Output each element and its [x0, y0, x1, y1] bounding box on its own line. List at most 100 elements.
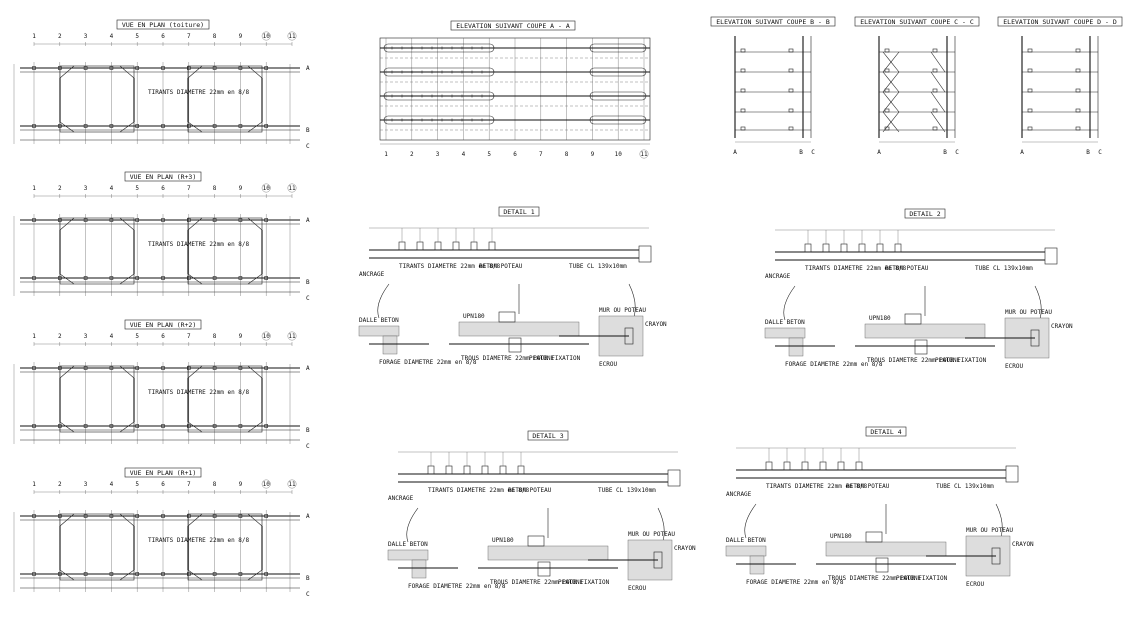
end-plate: [1044, 247, 1058, 265]
brace: [119, 513, 135, 527]
post: [32, 366, 36, 370]
axis-letter: A: [306, 513, 310, 520]
brace: [187, 121, 203, 133]
post: [212, 572, 217, 576]
elevation-title: ELEVATION SUIVANT COUPE B - B: [716, 18, 830, 26]
post-block: [1075, 68, 1081, 73]
anchor: [400, 70, 404, 74]
label-ecrou: ECROU: [1005, 363, 1023, 370]
anchor: [470, 94, 474, 98]
end-plate: [624, 327, 634, 345]
end-plate: [667, 469, 681, 487]
post: [109, 514, 114, 518]
post: [135, 218, 139, 222]
post: [187, 572, 191, 576]
label-forage: FORAGE DIAMETRE 22mm en 8/8: [785, 361, 883, 368]
post: [32, 218, 36, 222]
post-block: [740, 48, 746, 53]
clamp: [904, 313, 922, 325]
brace: [59, 121, 75, 133]
brace: [59, 273, 75, 285]
post: [57, 276, 62, 280]
plan-title: VUE EN PLAN (R+2): [130, 321, 197, 329]
hanger: [517, 465, 525, 475]
post: [57, 572, 62, 576]
post: [161, 66, 165, 70]
brace: [59, 421, 75, 433]
label-trous: TROUS DIAMETRE 22mm POUR FIXATION: [490, 579, 610, 586]
anchor: [430, 70, 434, 74]
post: [83, 572, 88, 576]
diag-brace: [930, 51, 946, 73]
hanger: [783, 461, 791, 471]
label-upn: UPN180: [830, 533, 852, 540]
axis-number: 5: [135, 481, 139, 488]
post: [83, 66, 88, 70]
axis-number: 5: [135, 333, 139, 340]
post: [83, 366, 88, 370]
callout-arrow: [744, 503, 757, 539]
post: [161, 218, 165, 222]
label-crayon: CRAYON: [1012, 541, 1034, 548]
diag-brace: [930, 71, 946, 93]
axis-number: 6: [161, 33, 165, 40]
axis-number: 3: [84, 333, 88, 340]
axis-number-bubble: [261, 479, 271, 489]
axis-number: 2: [58, 185, 62, 192]
brace: [247, 217, 263, 231]
axis-number: 6: [161, 333, 165, 340]
post: [264, 366, 269, 370]
hanger: [876, 243, 884, 253]
post: [135, 124, 139, 128]
post: [264, 572, 269, 576]
post: [264, 514, 269, 518]
axis-number: 1: [32, 33, 36, 40]
slab-section: [764, 327, 806, 339]
label-ecrou: ECROU: [628, 585, 646, 592]
post: [238, 66, 243, 70]
axis-number: 5: [135, 185, 139, 192]
axis-number: 7: [187, 333, 191, 340]
axis-number: 4: [110, 333, 114, 340]
brace: [119, 65, 135, 79]
callout-arrow: [377, 283, 390, 319]
axis-number: 6: [513, 151, 517, 158]
bracing-frame: [187, 513, 263, 581]
callout-arrow: [1034, 285, 1042, 323]
label-tube: TUBE CL 139x10mm: [569, 263, 627, 270]
end-plate: [1030, 329, 1040, 347]
post: [238, 514, 243, 518]
brace: [247, 273, 263, 285]
bracing-frame: [187, 217, 263, 285]
tirants-note: TIRANTS DIAMETRE 22mm en 8/8: [148, 537, 250, 544]
plan-title-frame: [124, 171, 202, 182]
post: [238, 366, 243, 370]
post: [109, 124, 114, 128]
label-forage: FORAGE DIAMETRE 22mm en 8/8: [408, 583, 506, 590]
label-crayon: CRAYON: [674, 545, 696, 552]
wall-section: [788, 337, 804, 357]
post: [161, 572, 165, 576]
post: [57, 366, 62, 370]
detail-title: DETAIL 3: [532, 432, 563, 440]
anchor: [410, 46, 414, 50]
post: [187, 66, 191, 70]
elevation-title: ELEVATION SUIVANT COUPE D - D: [1003, 18, 1117, 26]
detail-title-frame: [498, 206, 540, 217]
post: [264, 218, 269, 222]
callout-arrow: [628, 283, 636, 321]
label-tube: TUBE CL 139x10mm: [936, 483, 994, 490]
post-block: [1027, 108, 1033, 113]
label-forage: FORAGE DIAMETRE 22mm en 8/8: [379, 359, 477, 366]
anchor: [420, 94, 424, 98]
detail-title-frame: [865, 426, 907, 437]
axis-number-bubble: [261, 31, 271, 41]
hanger: [416, 241, 424, 251]
axis-letter: C: [306, 143, 310, 150]
post-block: [740, 108, 746, 113]
axis-number: 2: [410, 151, 414, 158]
axis-number: 11: [288, 333, 296, 340]
wall-section: [411, 559, 427, 579]
